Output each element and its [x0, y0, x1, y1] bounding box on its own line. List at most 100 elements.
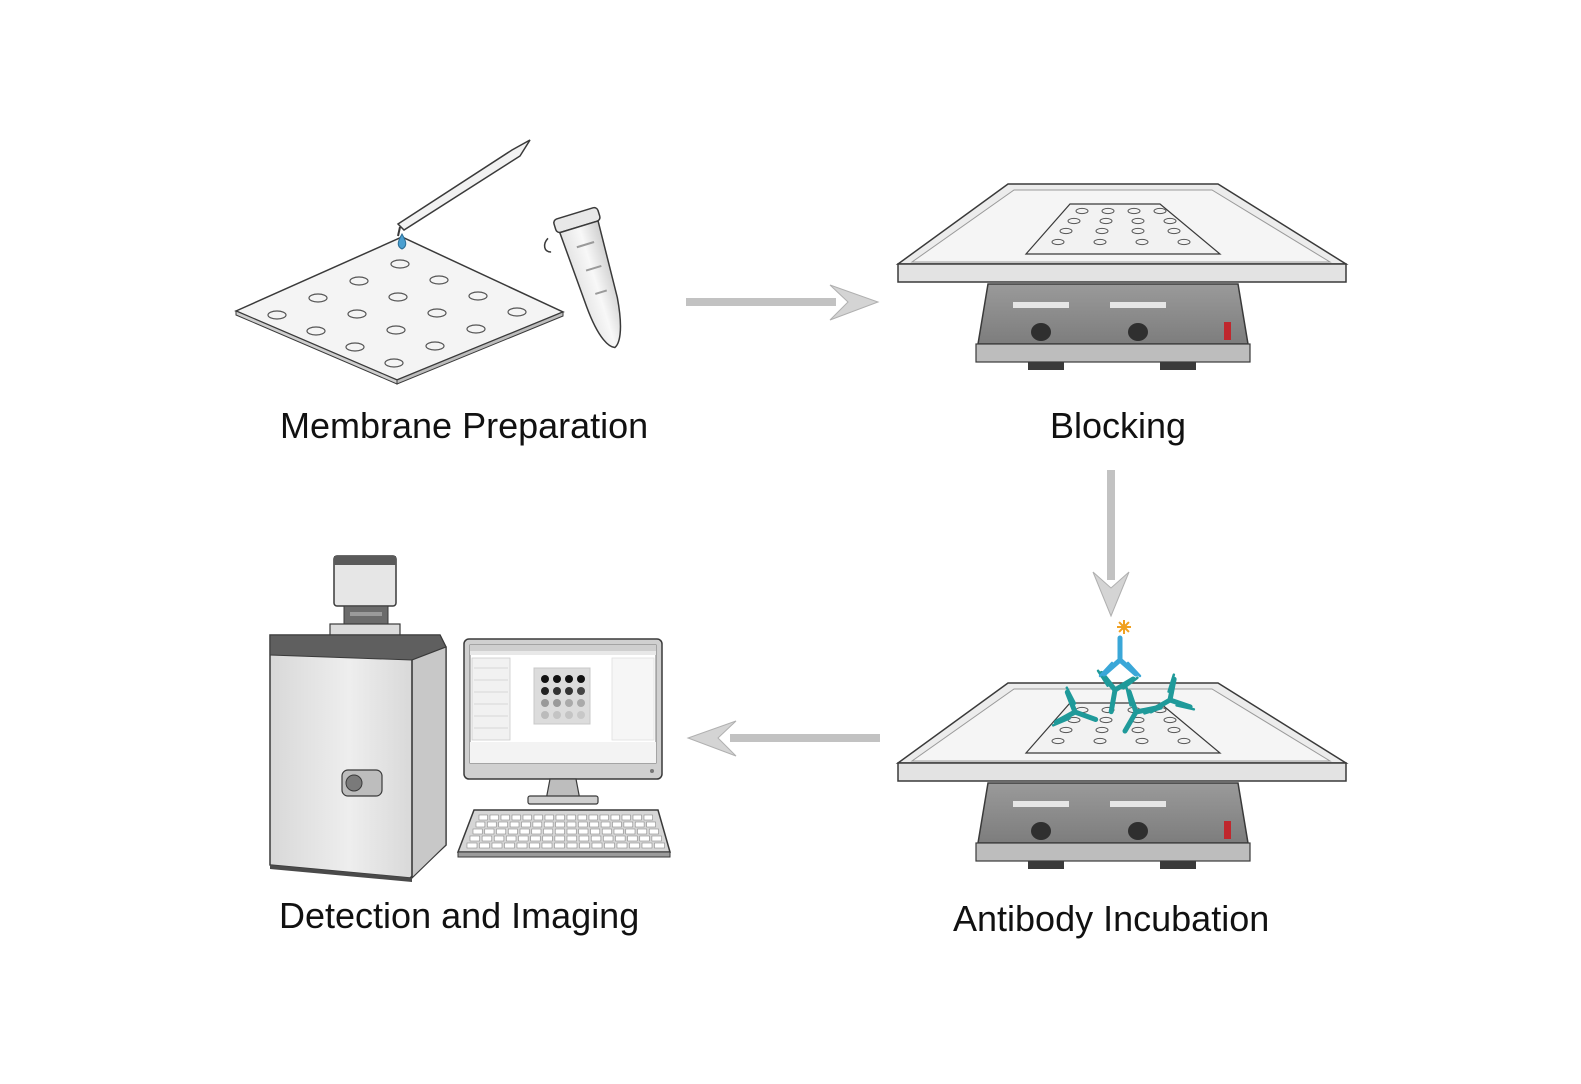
keyboard-key [632, 814, 642, 821]
flow-arrow-right [686, 284, 880, 321]
shaker-indicator [1224, 821, 1231, 839]
keyboard-key [578, 835, 590, 842]
tray-spot [1135, 737, 1149, 745]
membrane-spot [507, 307, 527, 317]
keyboard-key [518, 835, 529, 842]
shaker-knob [1128, 323, 1148, 341]
tray-spot [1075, 207, 1089, 215]
blot-dot [553, 711, 561, 719]
keyboard-key [496, 828, 507, 835]
keyboard-key [541, 842, 553, 849]
shaker-body [977, 283, 1249, 345]
keyboard-key [625, 828, 636, 835]
keyboard-key [478, 814, 488, 821]
keyboard-key [516, 842, 528, 849]
tray-spot [1067, 217, 1081, 225]
shaker-foot [1028, 362, 1064, 370]
shaker-display [1013, 801, 1069, 807]
tray-spot [1167, 227, 1181, 235]
keyboard-key [590, 828, 601, 835]
keyboard-key [469, 835, 480, 842]
shaker-display [1013, 302, 1069, 308]
keyboard-keys [466, 814, 665, 849]
keyboard-key [522, 814, 532, 821]
membrane-sheet-icon [234, 236, 565, 385]
membrane-spot [388, 292, 408, 302]
blot-dot [541, 711, 549, 719]
keyboard-key [615, 835, 626, 842]
tray-spot [1163, 217, 1177, 225]
tray-spot [1163, 716, 1177, 724]
keyboard-key [509, 821, 520, 828]
keyboard-key [491, 842, 503, 849]
membrane-spot [267, 310, 287, 320]
keyboard-key [507, 828, 518, 835]
blot-dot [553, 687, 561, 695]
keyboard-key [493, 835, 505, 842]
blot-dot [541, 699, 549, 707]
keyboard-key [544, 814, 554, 821]
membrane-spot [427, 308, 447, 318]
keyboard-key [506, 835, 517, 842]
step-label-membrane-preparation: Membrane Preparation [280, 405, 649, 446]
tray-spot [1051, 737, 1065, 745]
shaker-blocking-icon [895, 183, 1349, 370]
keyboard-icon [456, 809, 671, 858]
tray-spot [1131, 726, 1145, 734]
keyboard-key [543, 828, 554, 835]
tray-spot [1135, 238, 1149, 246]
membrane-spot [306, 326, 326, 336]
keyboard-key [566, 821, 577, 828]
tray-membrane [1024, 203, 1222, 255]
membrane-spot [345, 342, 365, 352]
keyboard-key [500, 814, 510, 821]
membrane-spot [347, 309, 367, 319]
label-star-icon [1117, 620, 1131, 634]
shaker-base [975, 842, 1251, 862]
keyboard-key [531, 828, 542, 835]
keyboard-key [603, 835, 614, 842]
keyboard-key [610, 814, 620, 821]
imaging-system-icon [269, 555, 447, 882]
blot-dot [541, 675, 549, 683]
blot-dot [541, 687, 549, 695]
tray-spot [1095, 726, 1109, 734]
keyboard-key [472, 828, 483, 835]
keyboard-key [566, 828, 577, 835]
primary-antibody [1051, 686, 1099, 727]
droplet-icon [397, 232, 407, 250]
keyboard-key [554, 842, 565, 849]
tray-spot [1127, 207, 1141, 215]
keyboard-key [616, 842, 628, 849]
keyboard-key [555, 821, 565, 828]
keyboard-key [588, 814, 598, 821]
flow-arrow-down [1092, 470, 1130, 618]
blot-dot [577, 699, 585, 707]
keyboard-key [599, 814, 609, 821]
keyboard-key [566, 842, 578, 849]
membrane-spot [466, 324, 486, 334]
keyboard-key [484, 828, 495, 835]
membrane-preparation-illustration [234, 139, 622, 385]
membrane-spot-array [267, 259, 527, 368]
keyboard-key [511, 814, 521, 821]
keyboard-key [641, 842, 653, 849]
membrane-spot [425, 341, 445, 351]
keyboard-key [475, 821, 486, 828]
shaker-indicator [1224, 322, 1231, 340]
keyboard-key [604, 842, 615, 849]
shaker-foot [1160, 362, 1196, 370]
tray-spot [1101, 207, 1115, 215]
secondary-antibody [1098, 635, 1142, 678]
blot-dot [565, 687, 573, 695]
keyboard-key [530, 835, 541, 842]
keyboard-key [554, 828, 565, 835]
keyboard-key [578, 821, 588, 828]
shaker-foot [1160, 861, 1196, 869]
keyboard-key [648, 828, 659, 835]
membrane-spot [386, 325, 406, 335]
blot-dot [565, 711, 573, 719]
membrane-spot [349, 276, 369, 286]
step-label-antibody-incubation: Antibody Incubation [953, 898, 1270, 939]
